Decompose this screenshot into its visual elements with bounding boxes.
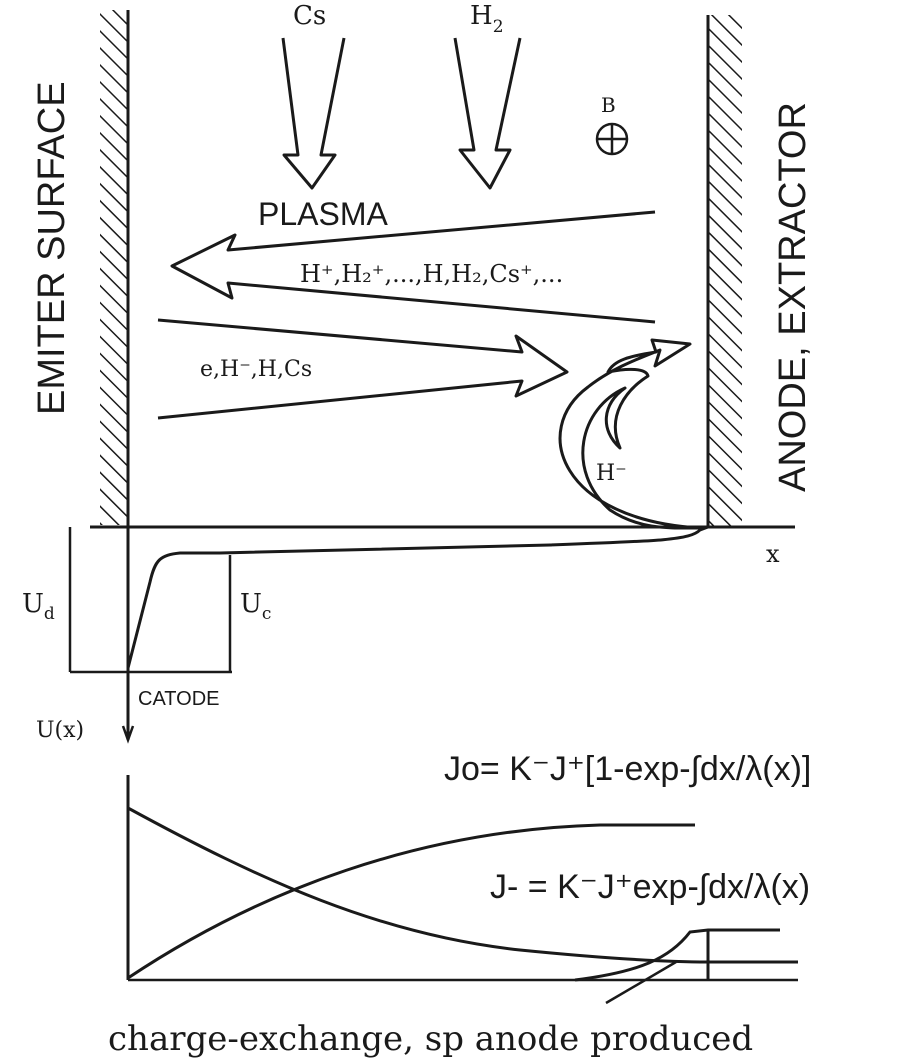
electron-flow-arrow (157, 318, 569, 420)
h2-inlet-arrow (453, 37, 522, 190)
jminus-formula: J- = K⁻J⁺exp-∫dx/λ(x) (490, 868, 810, 906)
h-minus-curved-arrow (558, 338, 701, 530)
cathode-label: CATODE (138, 688, 220, 710)
ion-flow-arrow (170, 210, 656, 324)
ud-label: Ud (22, 589, 55, 624)
potential-diagram (68, 525, 795, 744)
cs-label: Cs (293, 1, 326, 31)
x-axis-label: x (766, 540, 780, 568)
anode-extractor-label: ANODE, EXTRACTOR (772, 102, 814, 492)
cs-inlet-arrow (281, 37, 346, 190)
uc-label: Uc (240, 589, 271, 624)
h2-label: H2 (470, 1, 504, 37)
current-density-graph (126, 775, 798, 1005)
plasma-label: PLASMA (258, 196, 388, 232)
emitter-wall (100, 10, 130, 740)
anode-wall (706, 15, 742, 527)
electron-flow-label: e,H⁻,H,Cs (200, 357, 312, 382)
ux-label: U(x) (36, 718, 84, 743)
emitter-surface-label: EMITER SURFACE (31, 81, 73, 415)
caption: charge-exchange, sp anode produced (108, 1019, 753, 1059)
h-minus-label: H⁻ (596, 461, 627, 486)
ion-flow-label: H⁺,H₂⁺,...,H,H₂,Cs⁺,... (300, 260, 563, 288)
b-field-icon (595, 122, 629, 156)
b-field-label: B (601, 93, 616, 117)
jo-formula: Jo= K⁻J⁺[1-exp-∫dx/λ(x)] (444, 750, 811, 788)
